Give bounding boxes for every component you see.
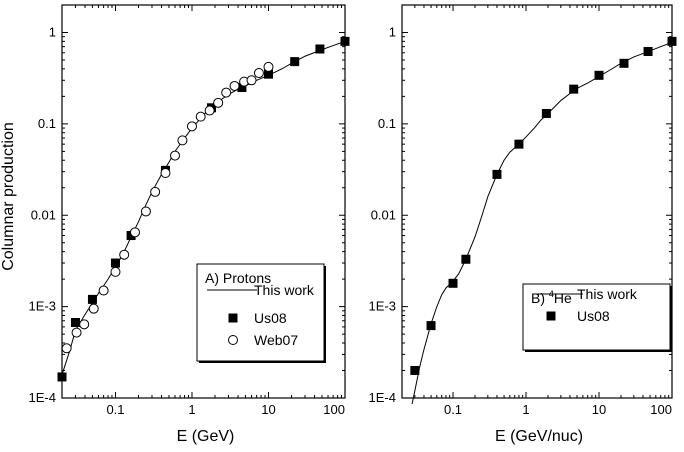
x-tick-label: 100 — [323, 402, 345, 417]
legend-mark-us08 — [228, 313, 238, 323]
x-tick-label: 10 — [592, 402, 606, 417]
point-us08 — [594, 70, 604, 80]
point-web07 — [229, 80, 240, 91]
y-tick-label: 0.1 — [38, 116, 56, 131]
point-web07 — [263, 61, 274, 72]
point-web07 — [140, 206, 151, 217]
panel-a: 0.1 1 10 100 1E-4 1E-3 0.01 0.1 1 E (GeV) Columnar… — [0, 4, 350, 445]
point-us08 — [643, 46, 653, 56]
data-layer — [57, 36, 350, 382]
series-line-this-work — [411, 41, 673, 404]
point-us08 — [70, 318, 80, 328]
point-us08 — [126, 231, 136, 241]
x-tick-label: 1 — [522, 402, 529, 417]
point-us08 — [340, 36, 350, 46]
legend-title-prefix: B) — [531, 290, 549, 306]
point-us08 — [57, 372, 67, 382]
x-axis-label: E (GeV) — [177, 428, 235, 445]
y-tick-label: 1 — [49, 25, 56, 40]
point-web07 — [110, 266, 121, 277]
legend-mark-us08 — [546, 311, 556, 321]
point-us08 — [492, 169, 502, 179]
legend-title: A) Protons — [205, 270, 271, 286]
legend-box — [196, 263, 325, 362]
point-web07 — [221, 87, 232, 98]
point-web07 — [119, 249, 130, 260]
point-us08 — [667, 36, 677, 46]
plot-frame — [401, 4, 673, 399]
point-us08 — [541, 108, 551, 118]
legend-entry-label: This work — [577, 286, 638, 302]
point-web07 — [213, 97, 224, 108]
point-us08 — [290, 57, 300, 67]
point-web07 — [204, 105, 215, 116]
legend-entry-label: Us08 — [254, 310, 287, 326]
y-tick-label: 1E-3 — [369, 299, 396, 314]
point-web07 — [130, 227, 141, 238]
point-us08 — [461, 254, 471, 264]
point-web07 — [253, 68, 264, 79]
y-tick-label: 1E-4 — [369, 390, 396, 405]
point-us08 — [514, 139, 524, 149]
point-web07 — [79, 319, 90, 330]
point-us08 — [237, 83, 247, 93]
legend-title-suffix: He — [554, 290, 572, 306]
point-us08 — [410, 365, 420, 375]
y-tick-label: 0.1 — [378, 116, 396, 131]
y-axis-label: Columnar production — [0, 122, 17, 271]
y-tick-label: 1E-4 — [29, 390, 56, 405]
plot-frame — [61, 4, 346, 399]
legend-entry-label: Us08 — [577, 308, 610, 324]
y-tick-label: 0.01 — [31, 207, 56, 222]
point-us08 — [448, 278, 458, 288]
point-web07 — [88, 303, 99, 314]
point-us08 — [619, 58, 629, 68]
point-web07 — [61, 343, 72, 354]
point-us08 — [263, 69, 273, 79]
point-web07 — [98, 285, 109, 296]
point-web07 — [160, 168, 171, 179]
y-tick-label: 0.01 — [371, 207, 396, 222]
x-tick-label: 1 — [188, 402, 195, 417]
point-web07 — [246, 75, 257, 86]
point-us08 — [110, 258, 120, 268]
data-layer — [410, 36, 677, 404]
point-web07 — [150, 186, 161, 197]
point-web07 — [170, 150, 181, 161]
y-tick-label: 1E-3 — [29, 299, 56, 314]
x-tick-label: 100 — [650, 402, 672, 417]
legend-mark-web07 — [228, 335, 238, 345]
point-web07 — [71, 327, 82, 338]
point-us08 — [87, 294, 97, 304]
x-tick-label: 10 — [261, 402, 275, 417]
x-tick-label: 0.1 — [444, 402, 462, 417]
point-us08 — [426, 321, 436, 331]
point-web07 — [195, 111, 206, 122]
point-web07 — [177, 135, 188, 146]
x-axis-label: E (GeV/nuc) — [495, 428, 583, 445]
x-tick-label: 0.1 — [106, 402, 124, 417]
point-us08 — [569, 84, 579, 94]
point-us08 — [315, 44, 325, 54]
legend-entry-label: Web07 — [254, 332, 298, 348]
point-web07 — [186, 121, 197, 132]
legend-entry-label: This work — [254, 282, 315, 298]
y-tick-label: 1 — [389, 25, 396, 40]
